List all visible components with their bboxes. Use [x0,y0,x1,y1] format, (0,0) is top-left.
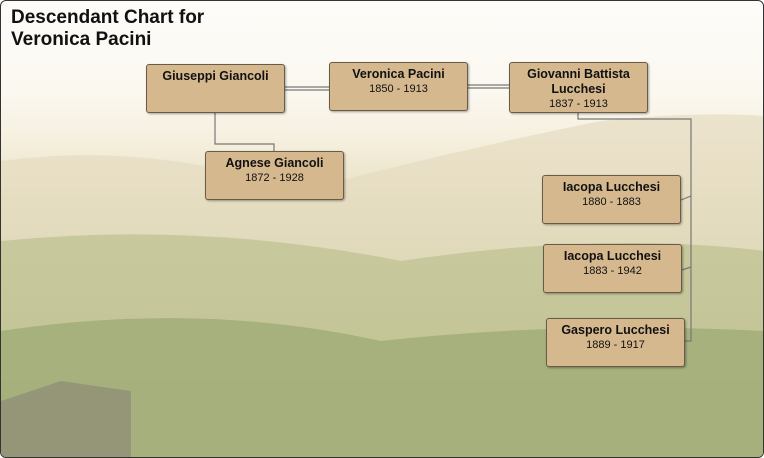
person-card[interactable]: Giuseppi Giancoli [146,64,285,113]
title-line: Descendant Chart for [11,7,205,28]
person-dates: 1837 - 1913 [549,98,608,110]
person-card[interactable]: Giovanni Battista Lucchesi 1837 - 1913 [509,62,648,113]
person-dates: 1850 - 1913 [369,83,428,95]
person-dates: 1880 - 1883 [582,196,641,208]
person-name: Agnese Giancoli [225,156,324,170]
person-name: Giuseppi Giancoli [162,69,269,83]
person-name: Gaspero Lucchesi [561,323,670,337]
person-dates: 1872 - 1928 [245,172,304,184]
person-dates: 1883 - 1942 [583,265,642,277]
person-card[interactable]: Agnese Giancoli 1872 - 1928 [205,151,344,200]
person-name: Giovanni Battista Lucchesi [527,67,630,96]
title-line: Veronica Pacini [11,29,152,50]
person-name: Iacopa Lucchesi [563,249,662,263]
person-name: Veronica Pacini [352,67,445,81]
person-card[interactable]: Gaspero Lucchesi 1889 - 1917 [546,318,685,367]
person-dates: 1889 - 1917 [586,339,645,351]
person-card[interactable]: Iacopa Lucchesi 1883 - 1942 [543,244,682,293]
person-name: Iacopa Lucchesi [562,180,661,194]
person-card-root[interactable]: Veronica Pacini 1850 - 1913 [329,62,468,111]
person-card[interactable]: Iacopa Lucchesi 1880 - 1883 [542,175,681,224]
